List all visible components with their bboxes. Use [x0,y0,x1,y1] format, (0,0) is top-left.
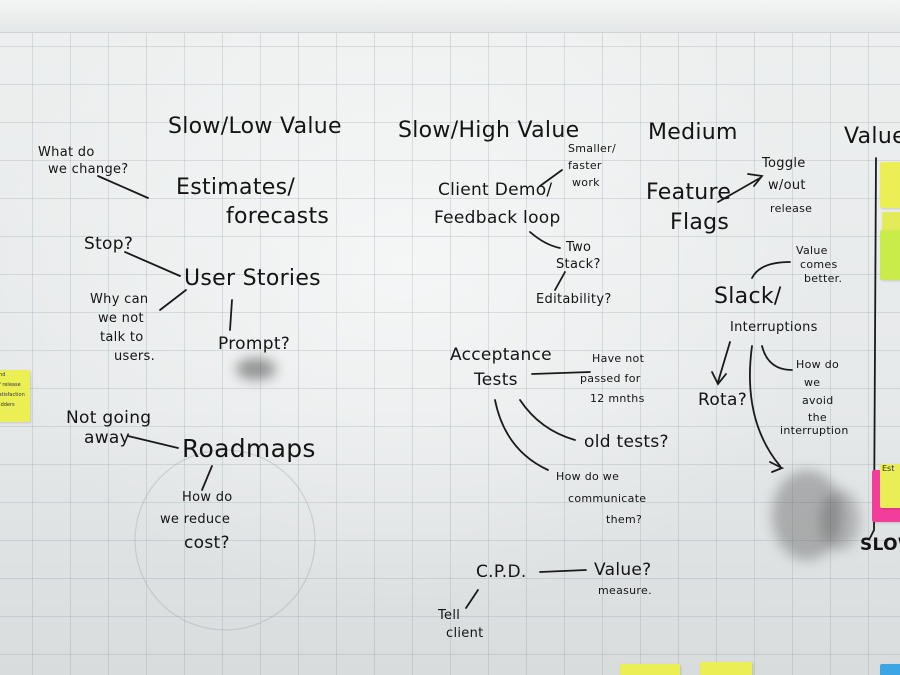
stroke-what-estimates [97,175,149,199]
stroke-slack-avoid [761,345,793,371]
item-acceptance: Acceptance [450,345,552,365]
stroke-slack-blur-arrow [769,461,785,473]
note-how-do: How do [182,490,233,505]
stroke-two-editability [554,271,566,291]
note-wout: w/out [768,178,806,193]
note-toggle: Toggle [762,156,806,171]
sticky-note-right-1 [880,162,900,208]
item-slack: Slack/ [714,284,782,309]
note-cost: cost? [184,533,230,553]
item-feedback-loop: Feedback loop [434,208,561,228]
stroke-slack-valuecomes [751,261,791,279]
item-value-q: Value? [594,560,652,580]
note-users: users. [114,349,156,364]
stroke-slack-rota [717,341,731,383]
stroke-cpd-tell [465,589,479,609]
sticky-note-bottom-1 [620,664,680,675]
stroke-acceptance-passed [531,371,591,375]
note-value-comes-3: better. [804,272,843,285]
stroke-acceptance-communicate [494,399,549,471]
item-forecasts: forecasts [226,204,330,229]
item-client-demo: Client Demo/ [438,180,553,200]
item-tests: Tests [474,370,518,390]
stroke-stop-stories [124,251,181,277]
note-passed-for: passed for [580,372,641,385]
item-estimates: Estimates/ [176,175,296,200]
item-interruptions: Interruptions [730,320,818,335]
note-avoid-2: we [804,376,821,389]
note-them: them? [606,513,643,526]
note-stack: Stack? [556,257,601,272]
note-smaller: Smaller/ [568,142,616,155]
note-we-change: we change? [48,162,129,177]
stroke-slack-blur [749,345,781,467]
stroke-notgoing-roadmaps [127,435,179,449]
note-we-reduce: we reduce [160,512,231,527]
heading-slow-high-value: Slow/High Value [398,118,580,143]
note-measure: measure. [598,584,652,597]
note-value-comes-1: Value [796,244,828,257]
note-release: release [770,202,813,215]
note-work: work [572,176,600,189]
wall-top-edge [0,0,900,33]
smudge-medium-blur [772,470,842,560]
sticky-note-right-4: Est [880,464,900,508]
note-how-do-we: How do we [556,470,620,483]
heading-value: Value [844,124,900,149]
stroke-demo-smaller [539,169,563,187]
heading-medium: Medium [648,120,738,145]
note-avoid-4: the [808,411,827,424]
note-talk-to: talk to [100,330,144,345]
stroke-feedback-two [529,231,561,249]
note-value-comes-2: comes [800,258,838,271]
item-feature: Feature [646,180,732,205]
item-flags: Flags [670,210,730,235]
note-avoid-5: interruption [780,424,849,437]
note-not-going: Not going [66,408,152,428]
item-editability: Editability? [536,292,612,307]
stroke-flags-toggle [717,177,761,203]
sticky-note-bottom-2 [700,662,752,675]
note-avoid-1: How do [796,358,840,371]
note-tell: Tell [438,608,461,623]
note-we-not: we not [98,311,144,326]
stroke-stories-prompt [229,299,233,331]
item-old-tests: old tests? [584,432,669,452]
note-stop: Stop? [84,234,134,254]
smudge-prompt [236,358,276,380]
note-why-can: Why can [90,292,149,307]
note-client: client [446,626,484,641]
item-prompt: Prompt? [218,334,291,354]
smudge-medium-blur-2 [820,490,860,550]
item-cpd: C.P.D. [476,562,527,582]
note-away: away [84,428,130,448]
heading-slow-low-value: Slow/Low Value [168,114,342,139]
note-have-not: Have not [592,352,645,365]
sticky-note-bottom-blue [880,664,900,675]
note-12-mnths: 12 mnths [590,392,645,405]
item-user-stories: User Stories [184,266,321,291]
faint-erased-circle [134,449,316,631]
sticky-note-right-3 [880,230,900,280]
note-communicate: communicate [568,492,647,505]
sticky-note-left: end of release satisfaction bidders [0,370,30,422]
stroke-value-axis [869,157,877,539]
note-two: Two [566,240,592,255]
stroke-why-stories [159,289,187,311]
stroke-flags-arrowhead [747,173,764,187]
note-avoid-3: avoid [802,394,834,407]
item-roadmaps: Roadmaps [182,434,316,463]
stroke-roadmaps-reduce [201,465,213,491]
stroke-rota-arrow [711,371,727,386]
note-what-do: What do [38,145,95,160]
stroke-cpd-value [539,569,587,573]
stroke-acceptance-oldtests [519,399,576,441]
item-rota: Rota? [698,390,748,410]
note-faster: faster [568,159,602,172]
